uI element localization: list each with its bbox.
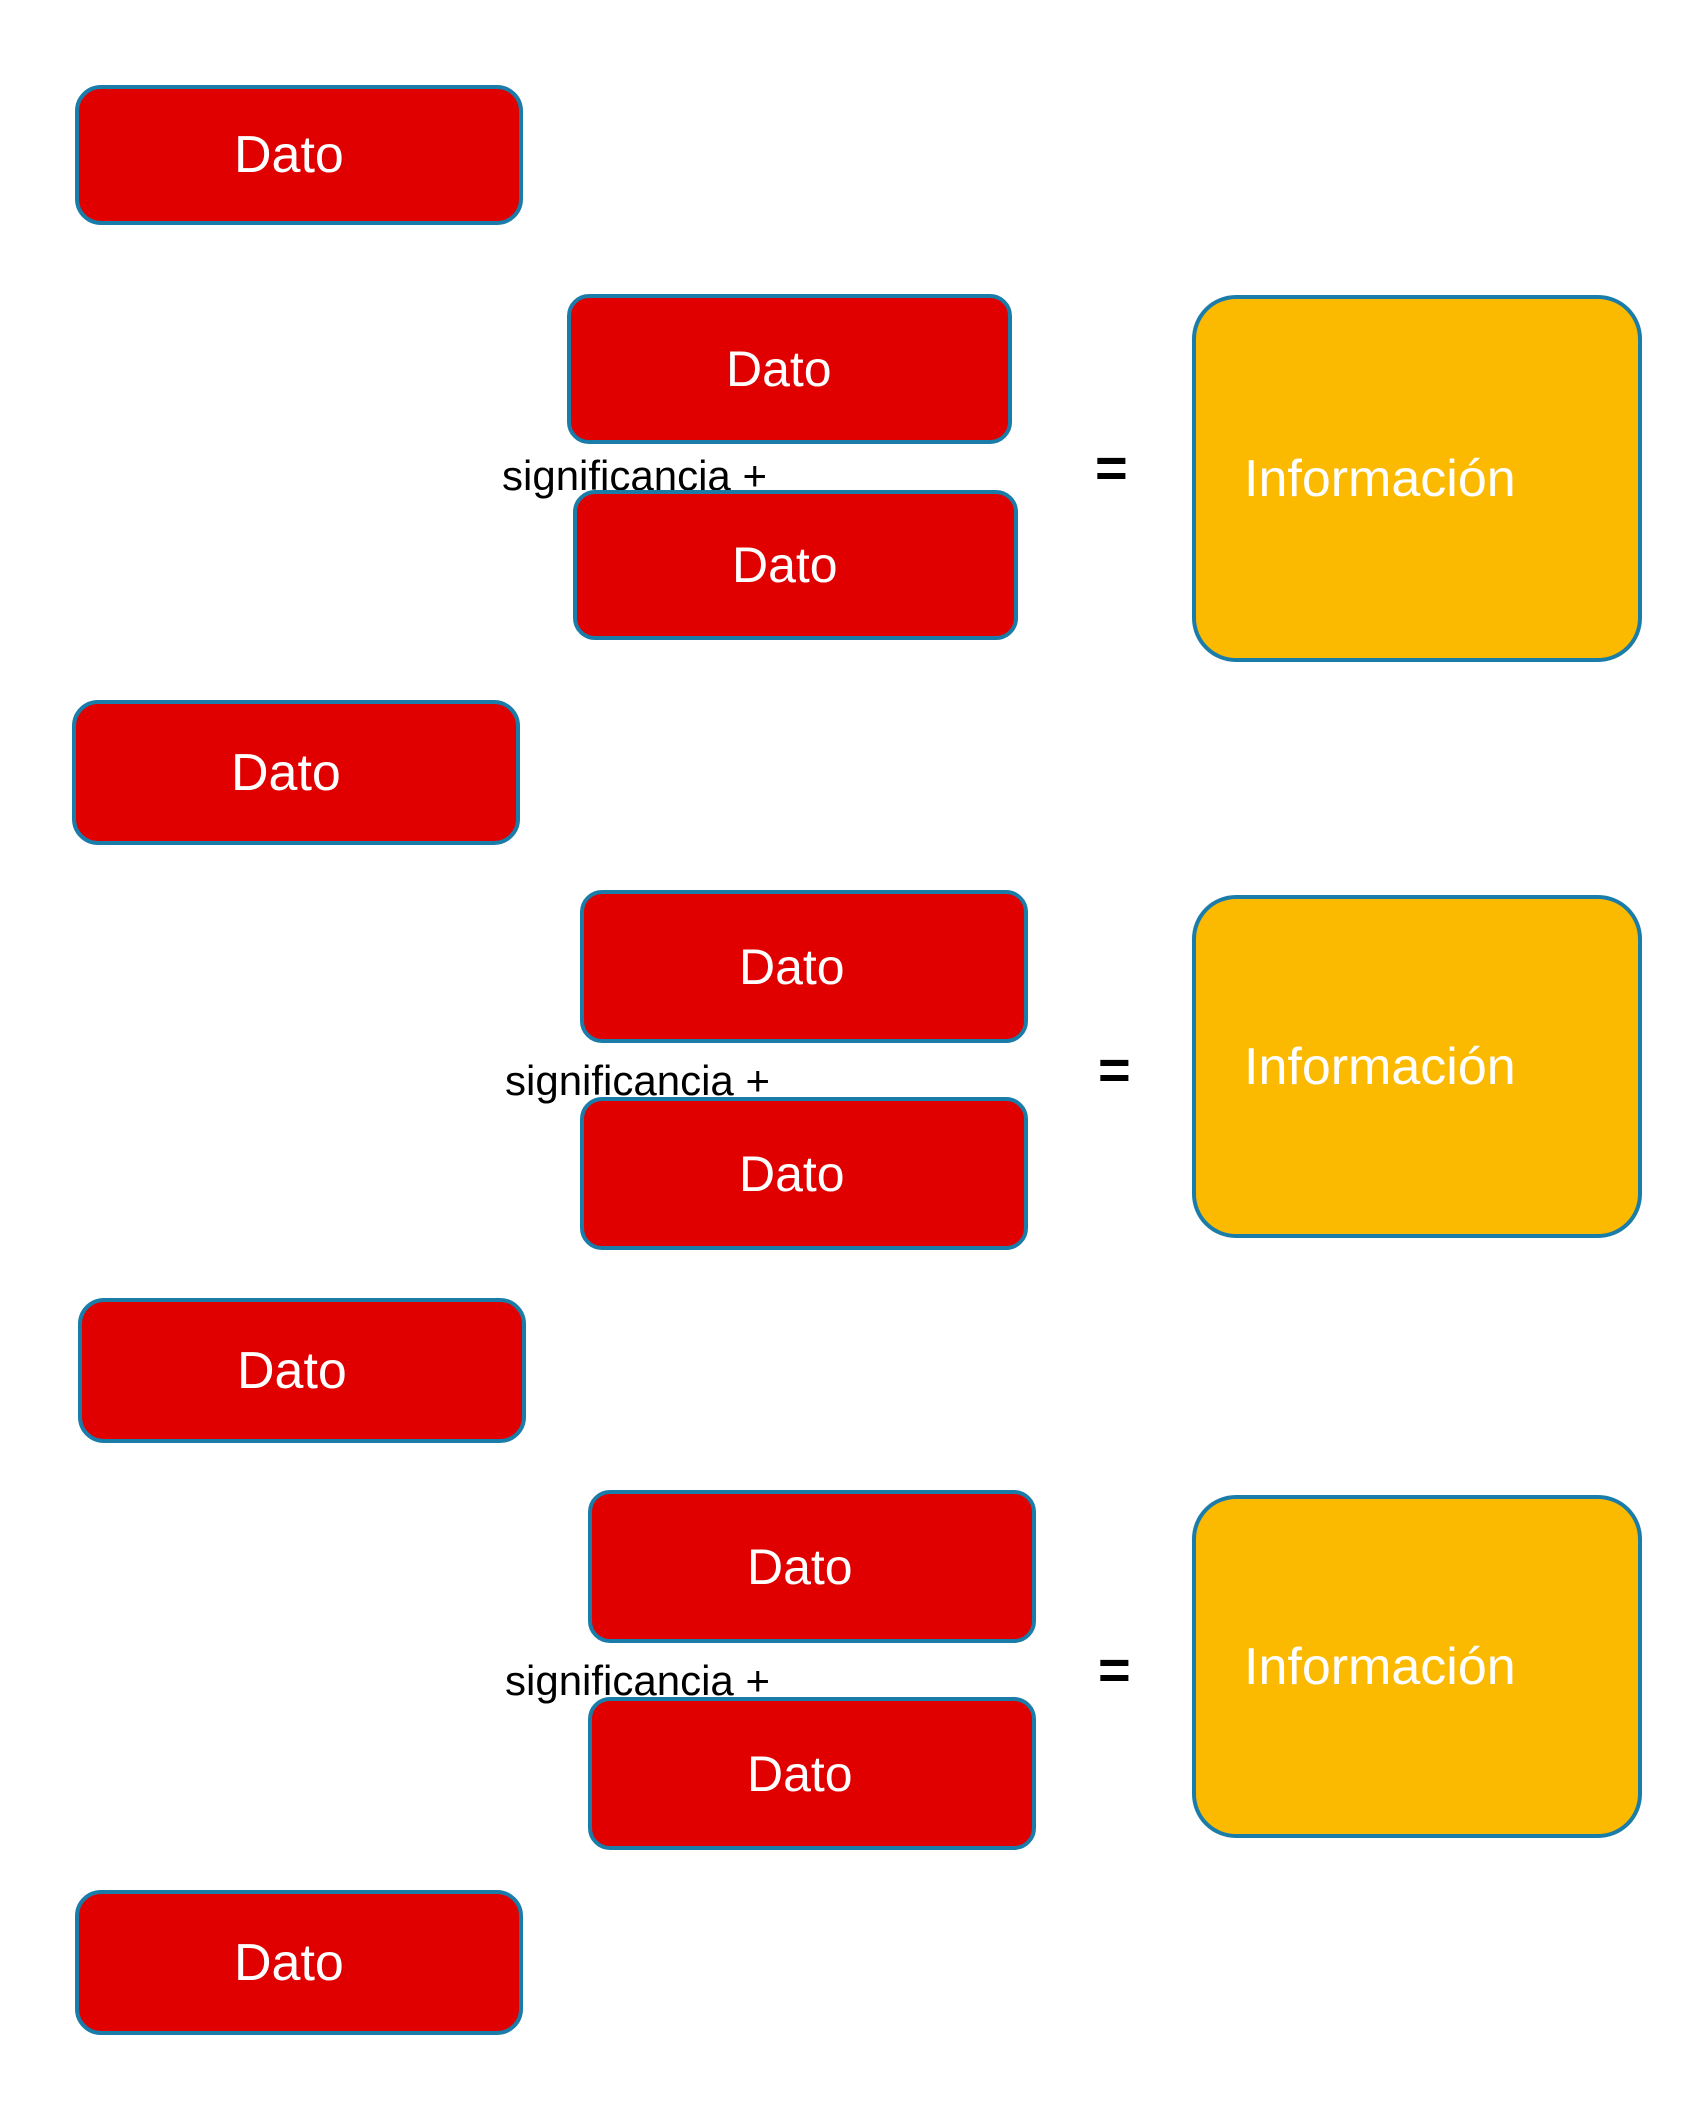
information-box-2[interactable]: Información [1192,895,1642,1238]
operator-equals-3: = [1098,1638,1131,1701]
data-box-group2-bottom[interactable]: Dato [580,1097,1028,1250]
information-box-1[interactable]: Información [1192,295,1642,662]
operator-significancia-3: significancia + [505,1657,770,1704]
data-box-label: Dato [747,1745,853,1802]
operator-equals-1: = [1095,436,1128,499]
data-box-label: Dato [231,743,341,802]
data-box-label: Dato [732,537,838,593]
data-box-label: Dato [739,1145,845,1202]
operator-significancia-2: significancia + [505,1057,770,1104]
data-box-standalone-2[interactable]: Dato [72,700,520,845]
information-box-3[interactable]: Información [1192,1495,1642,1838]
data-box-label: Dato [237,1341,347,1400]
operator-equals-2: = [1098,1038,1131,1101]
data-box-label: Dato [726,341,832,397]
information-box-label: Información [1244,449,1516,508]
data-box-label: Dato [739,938,845,995]
data-box-group2-top[interactable]: Dato [580,890,1028,1043]
data-box-group3-bottom[interactable]: Dato [588,1697,1036,1850]
data-box-standalone-1[interactable]: Dato [75,85,523,225]
data-box-label: Dato [234,1933,344,1992]
operator-significancia-1: significancia + [502,452,767,499]
data-box-label: Dato [234,126,344,184]
data-box-label: Dato [747,1538,853,1595]
information-box-label: Información [1244,1637,1516,1696]
data-box-group1-top[interactable]: Dato [567,294,1012,444]
data-box-standalone-4[interactable]: Dato [75,1890,523,2035]
information-box-label: Información [1244,1037,1516,1096]
data-box-standalone-3[interactable]: Dato [78,1298,526,1443]
data-box-group3-top[interactable]: Dato [588,1490,1036,1643]
data-box-group1-bottom[interactable]: Dato [573,490,1018,640]
